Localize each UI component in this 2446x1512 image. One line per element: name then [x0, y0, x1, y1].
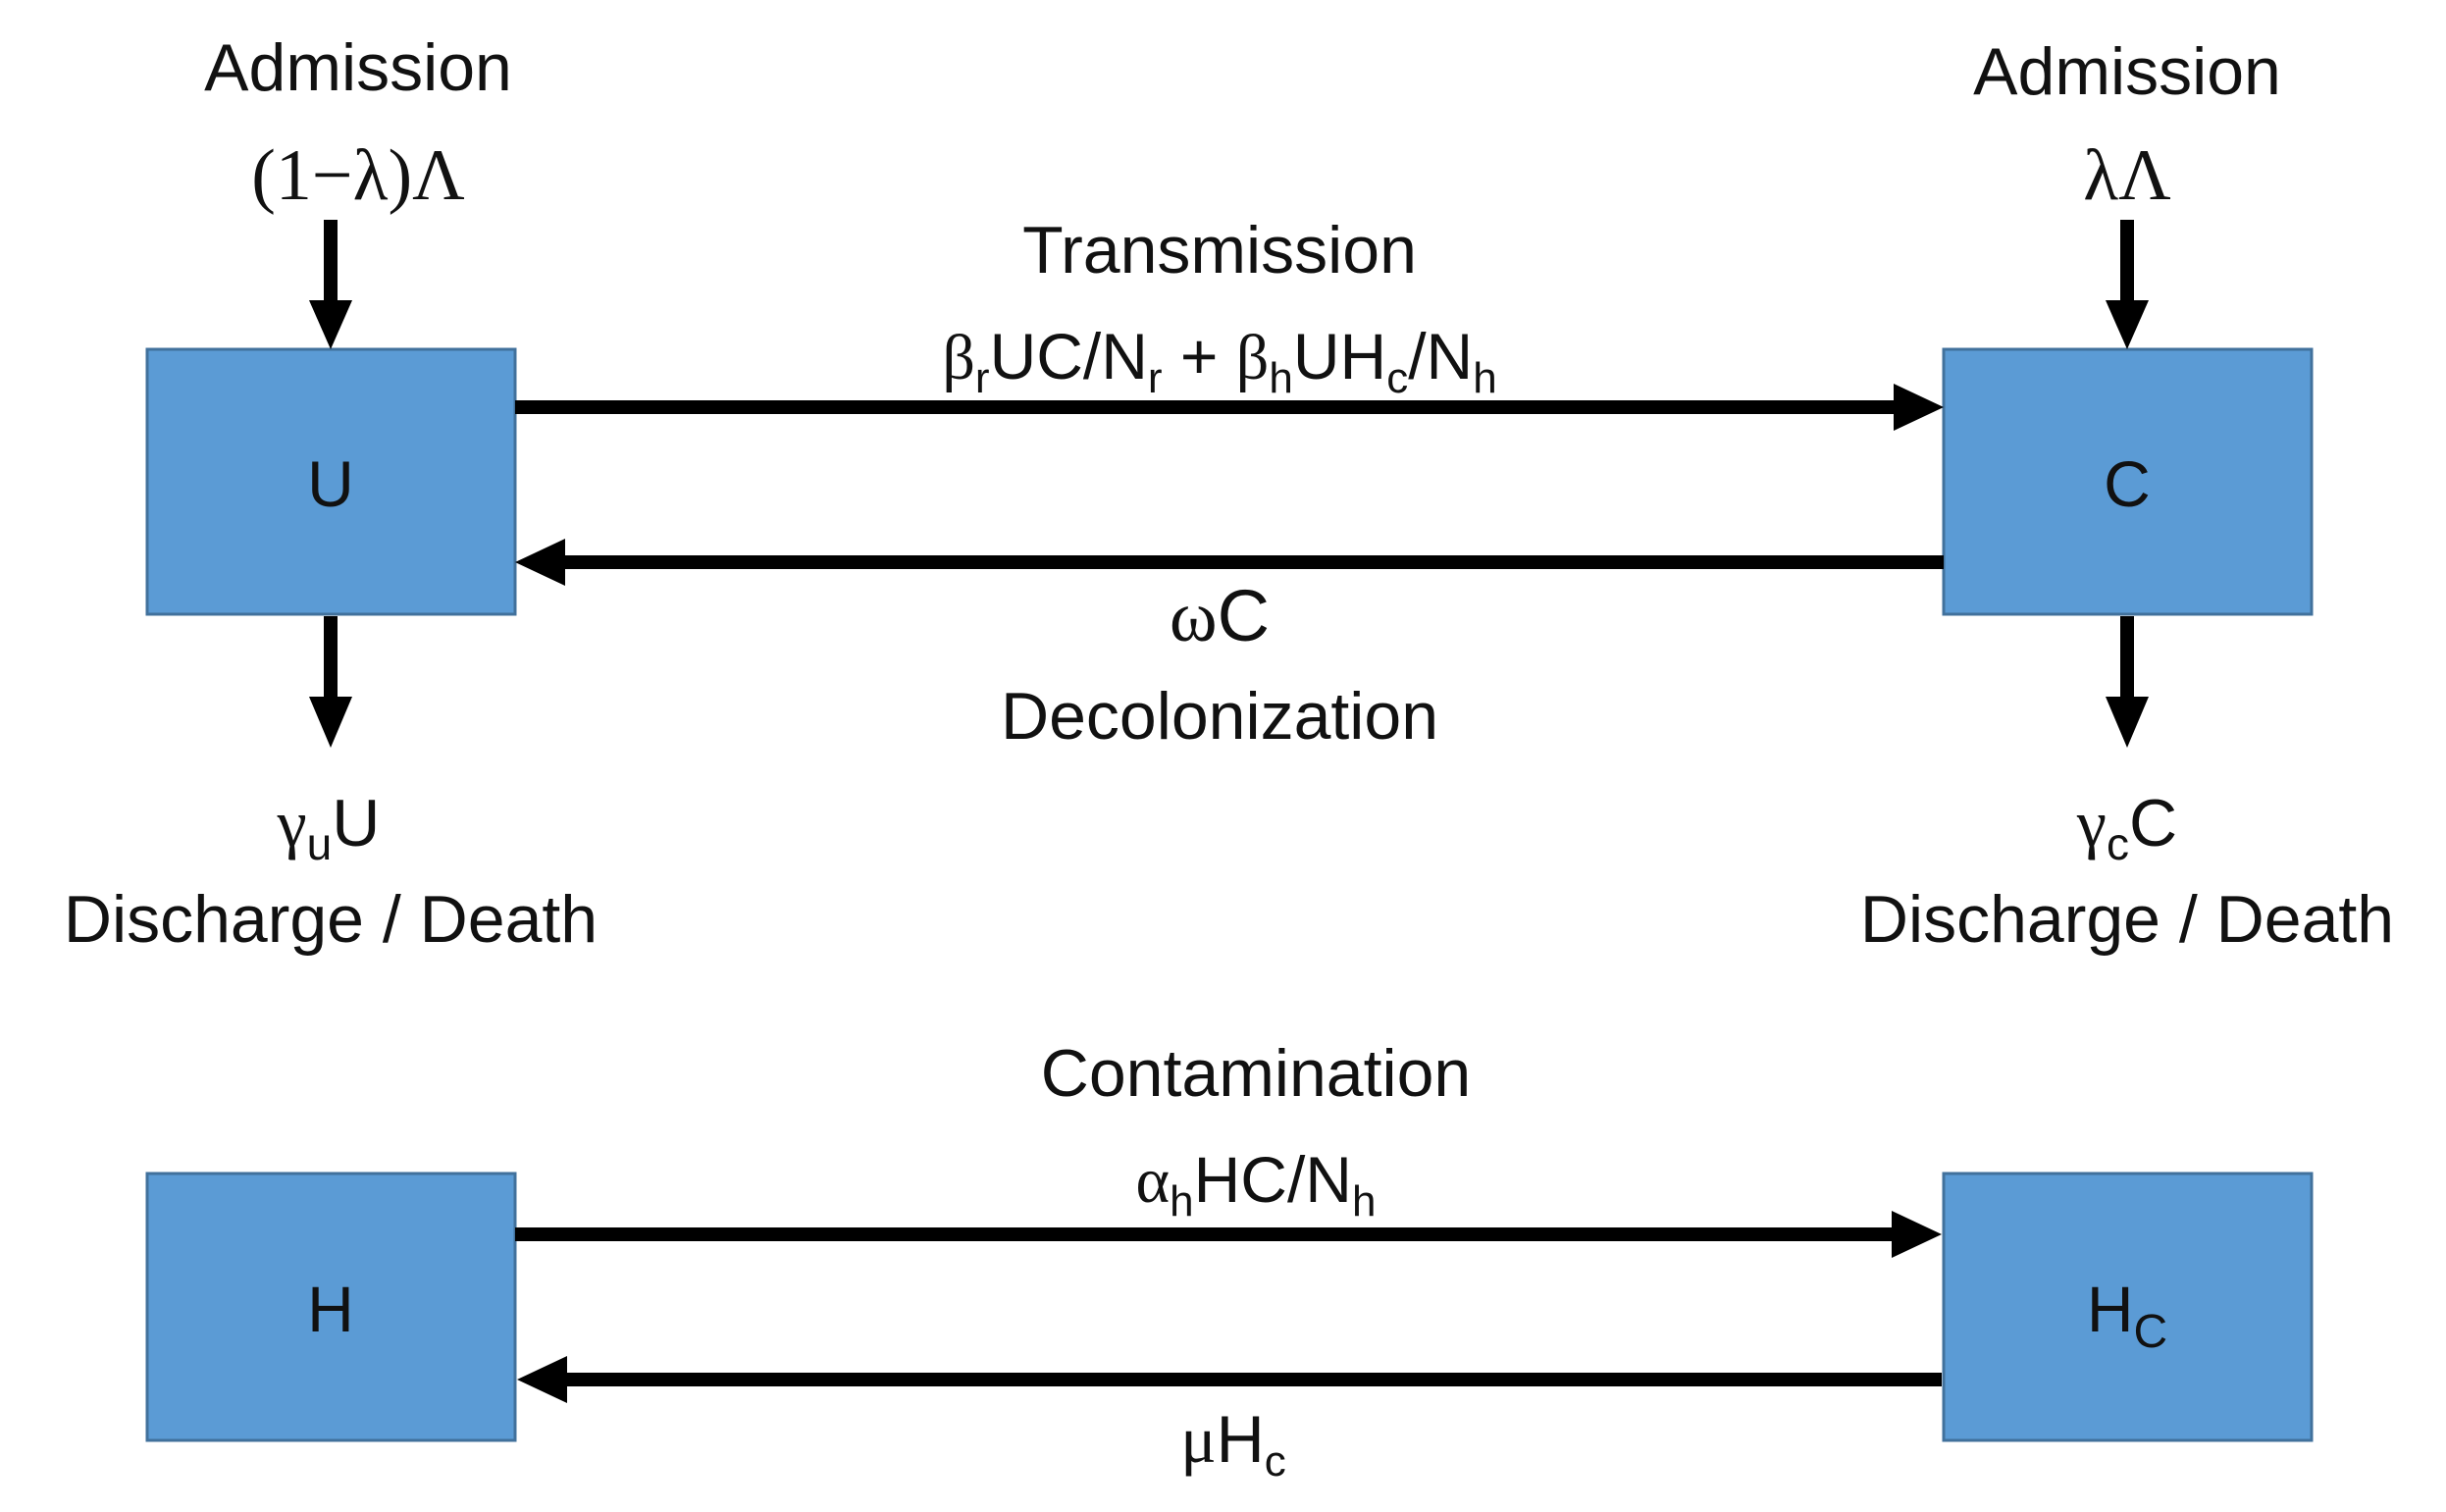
admission-u-rate: (1−λ)Λ	[251, 135, 465, 216]
discharge-u-var: U	[332, 786, 380, 860]
discharge-c-rate: γcC	[2076, 786, 2177, 869]
admission-c-title: Admission	[1973, 34, 2281, 109]
discharge-u-title: Discharge / Death	[64, 882, 598, 957]
discharge-c-sub: c	[2107, 818, 2129, 869]
discharge-u-rate: γuU	[277, 786, 381, 869]
compartment-u: U	[145, 347, 517, 616]
transmission-sub-r2: r	[1148, 354, 1163, 402]
transmission-beta-r: β	[942, 322, 975, 393]
discharge-c-gamma: γ	[2076, 786, 2107, 860]
transmission-sub-r1: r	[975, 354, 990, 402]
compartment-u-box	[145, 347, 517, 616]
compartment-hc-box	[1942, 1172, 2314, 1442]
contamination-arrow	[515, 1211, 1942, 1258]
transmission-sub-h2: h	[1473, 354, 1496, 402]
compartment-hc: HC	[1942, 1172, 2314, 1442]
discharge-u-sub: u	[307, 818, 333, 869]
discharge-u-gamma: γ	[277, 786, 307, 860]
compartment-hc-label-main: H	[2087, 1273, 2134, 1345]
decolonization-var: C	[1218, 575, 1270, 656]
contamination-sub-h2: h	[1352, 1177, 1376, 1225]
transmission-uh: UH	[1293, 320, 1386, 392]
compartment-u-label: U	[307, 447, 354, 520]
transmission-beta-h: β	[1236, 322, 1270, 393]
compartment-c: C	[1942, 347, 2314, 616]
decolonization-arrow	[515, 539, 1944, 586]
decontamination-sub: c	[1265, 1437, 1286, 1486]
compartment-c-label: C	[2104, 447, 2151, 520]
decontamination-arrow	[517, 1356, 1942, 1403]
decontamination-mu: μ	[1180, 1402, 1216, 1477]
compartment-h: H	[145, 1172, 517, 1442]
contamination-title: Contamination	[1041, 1036, 1471, 1111]
decolonization-rate: ωC	[1170, 575, 1270, 657]
discharge-c-title: Discharge / Death	[1860, 882, 2394, 957]
contamination-sub-h1: h	[1170, 1177, 1193, 1225]
compartment-c-box	[1942, 347, 2314, 616]
transmission-nh: /N	[1408, 320, 1473, 392]
transmission-title: Transmission	[1022, 213, 1417, 287]
transmission-uc-nr: UC/N	[990, 320, 1148, 392]
transmission-sub-h1: h	[1269, 354, 1292, 402]
compartment-h-label: H	[307, 1273, 354, 1345]
decolonization-title: Decolonization	[1001, 679, 1438, 754]
compartment-h-box	[145, 1172, 517, 1442]
contamination-alpha: α	[1136, 1145, 1171, 1217]
discharge-c-arrow	[2106, 616, 2149, 748]
decontamination-rate: μHc	[1180, 1402, 1286, 1486]
transmission-arrow	[515, 384, 1944, 431]
contamination-rate: αhHC/Nh	[1136, 1143, 1377, 1225]
admission-u-title: Admission	[204, 30, 512, 105]
decontamination-var: H	[1217, 1402, 1265, 1477]
discharge-u-arrow	[309, 616, 352, 748]
discharge-c-var: C	[2129, 786, 2177, 860]
compartment-hc-label: HC	[2087, 1273, 2167, 1358]
compartment-hc-label-sub: C	[2134, 1306, 2168, 1358]
transmission-rate: βrUC/Nr + βhUHc/Nh	[942, 320, 1496, 402]
transmission-plus: +	[1163, 320, 1236, 392]
admission-c-arrow	[2106, 220, 2149, 349]
admission-u-arrow	[309, 220, 352, 349]
decolonization-omega: ω	[1170, 577, 1218, 657]
transmission-sub-c: c	[1386, 354, 1408, 402]
admission-c-rate: λΛ	[2083, 135, 2171, 216]
contamination-hc-nh: HC/N	[1194, 1143, 1352, 1216]
